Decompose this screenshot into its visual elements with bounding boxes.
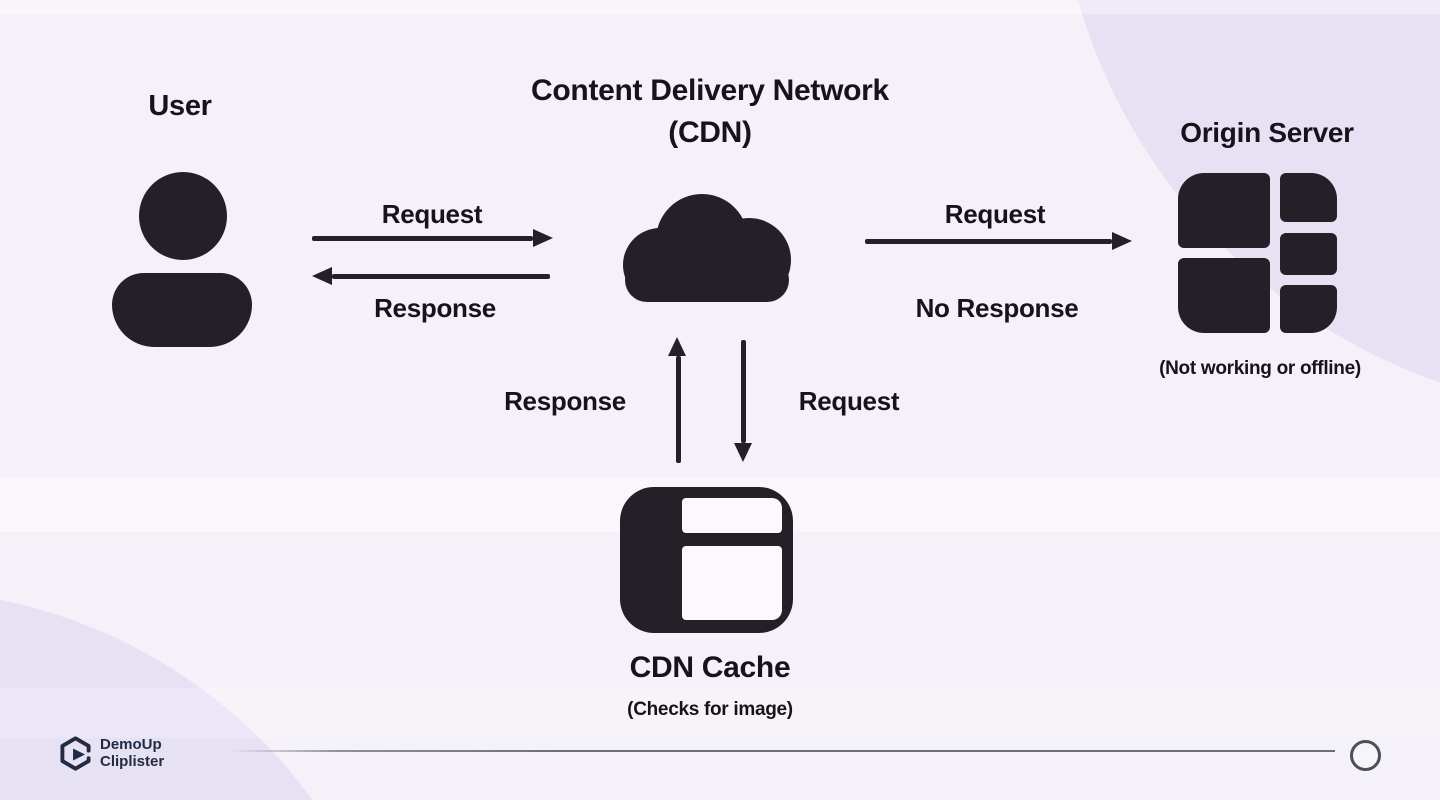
cdn-cache-icon: [620, 487, 793, 633]
brand-wordmark: DemoUp Cliplister: [100, 736, 165, 770]
user-icon-head: [139, 172, 227, 260]
user-node-label: User: [148, 90, 212, 122]
edge-label-cache-to-cdn: Response: [504, 386, 626, 416]
progress-track[interactable]: [228, 750, 1335, 752]
progress-handle[interactable]: [1350, 740, 1381, 771]
cdn-cache-label: CDN Cache: [629, 651, 791, 684]
arrow-right-icon: [533, 229, 553, 247]
edge-label-user-to-cdn: Request: [381, 199, 483, 229]
edge-label-cdn-to-cache: Request: [798, 386, 900, 416]
arrow-shaft: [312, 236, 533, 241]
cdn-node-title: Content Delivery Network (CDN): [460, 70, 960, 154]
brand-line2: Cliplister: [100, 752, 165, 770]
arrow-shaft: [865, 239, 1112, 244]
arrow-up-icon: [668, 337, 686, 356]
origin-server-icon: [1178, 173, 1337, 333]
edge-label-cdn-to-origin: Request: [944, 199, 1046, 229]
brand-line1: DemoUp: [100, 736, 162, 753]
brand-hexagon-play-icon: [60, 736, 91, 771]
arrow-shaft: [676, 356, 681, 463]
arrow-shaft: [332, 274, 550, 279]
origin-server-label: Origin Server: [1180, 117, 1354, 148]
edge-label-origin-to-cdn: No Response: [915, 293, 1079, 323]
arrow-right-icon: [1112, 232, 1132, 250]
user-icon-body: [112, 273, 252, 347]
edge-label-cdn-to-user: Response: [374, 293, 496, 323]
cdn-title-line2: (CDN): [668, 116, 752, 149]
arrow-left-icon: [312, 266, 332, 285]
cdn-title-line1: Content Delivery Network: [531, 74, 889, 107]
cdn-cache-note: (Checks for image): [627, 699, 793, 720]
origin-server-note: (Not working or offline): [1159, 358, 1361, 379]
arrow-shaft: [741, 340, 746, 443]
cloud-icon: [623, 194, 791, 302]
arrow-down-icon: [734, 443, 752, 462]
